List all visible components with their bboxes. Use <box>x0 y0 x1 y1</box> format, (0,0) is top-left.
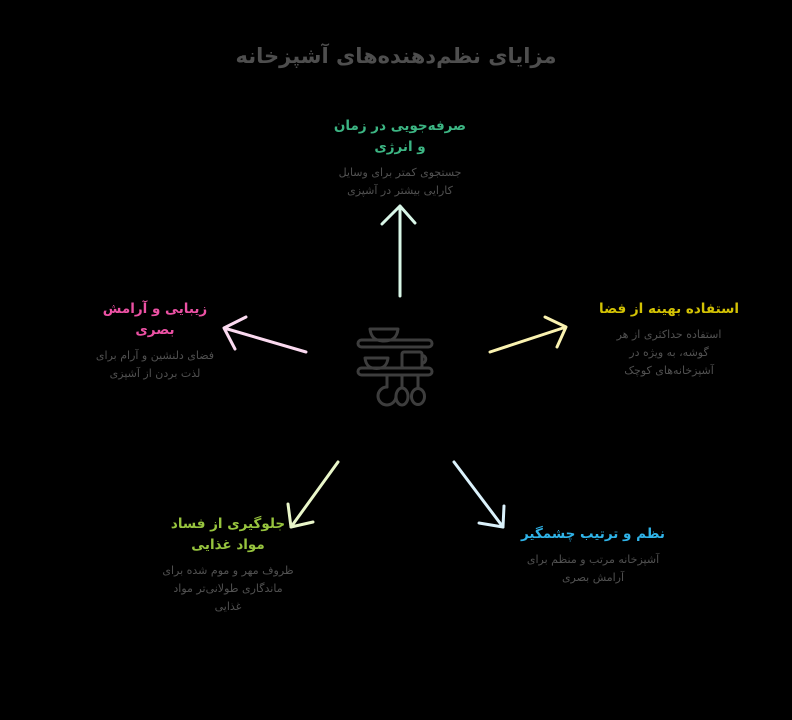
bowl-icon <box>368 327 400 343</box>
up-arrow-icon <box>380 204 417 298</box>
node-description: ظروف مهر و موم شده برای ماندگاری طولانی‌… <box>162 564 294 613</box>
node-description: آشپزخانه مرتب و منظم برای آرامش بصری <box>526 553 660 584</box>
shelf-top <box>356 338 434 349</box>
node-time-energy-saving: صرفه‌جویی در زمان و انرژی جستجوی کمتر بر… <box>300 116 500 200</box>
ladle-cup <box>376 385 398 407</box>
shelf-bottom <box>356 366 434 377</box>
node-title: جلوگیری از فساد مواد غذایی <box>170 516 286 553</box>
node-title: زیبایی و آرامش بصری <box>102 301 208 338</box>
node-optimal-space-use: استفاده بهینه از فضا استفاده حداکثری از … <box>588 299 750 380</box>
node-title: صرفه‌جویی در زمان و انرژی <box>333 118 467 155</box>
node-description: فضای دلنشین و آرام برای لذت بردن از آشپز… <box>95 349 215 380</box>
up-left-arrow-icon <box>222 315 308 354</box>
node-description: استفاده حداکثری از هر گوشه، به ویژه در آ… <box>616 328 722 377</box>
node-visual-beauty-calm: زیبایی و آرامش بصری فضای دلنشین و آرام ب… <box>92 299 218 383</box>
page-title: مزایای نظم‌دهنده‌های آشپزخانه <box>235 44 557 68</box>
mug-handle <box>420 354 428 365</box>
node-description: جستجوی کمتر برای وسایل کارایی بیشتر در آ… <box>338 166 462 197</box>
up-right-arrow-icon <box>488 315 568 354</box>
spoon-head <box>394 386 410 407</box>
mug-icon <box>400 350 424 370</box>
kitchen-shelf-icon <box>356 327 434 407</box>
small-bowl-icon <box>363 356 390 370</box>
down-right-arrow-icon <box>452 460 506 529</box>
node-food-spoilage-prevention: جلوگیری از فساد مواد غذایی ظروف مهر و مو… <box>160 514 296 616</box>
node-title: استفاده بهینه از فضا <box>599 301 739 317</box>
node-title: نظم و ترتیب چشمگیر <box>521 526 665 542</box>
node-order-tidiness: نظم و ترتیب چشمگیر آشپزخانه مرتب و منظم … <box>508 524 678 587</box>
spoon-head <box>410 387 426 406</box>
